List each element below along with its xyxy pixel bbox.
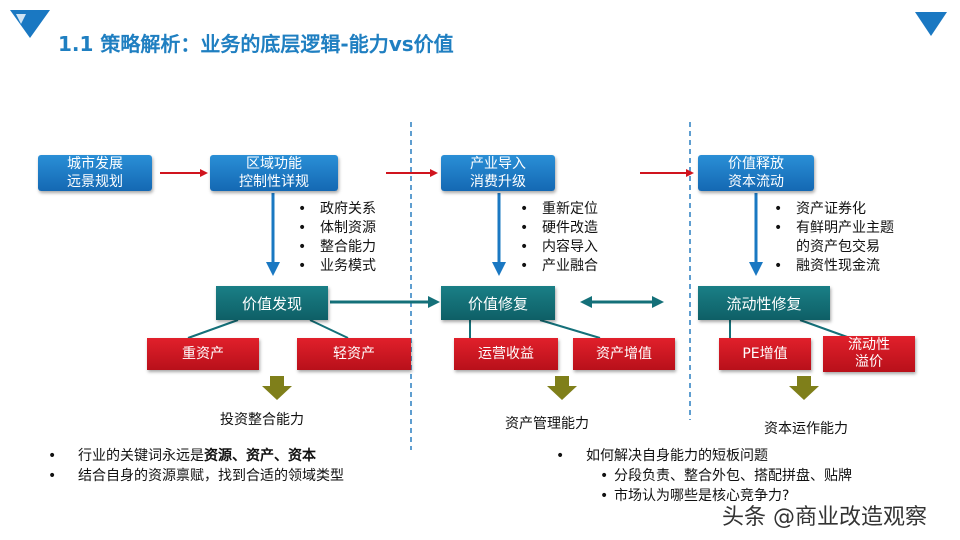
- caption-investment-capability: 投资整合能力: [220, 412, 304, 428]
- note-main-question: 如何解决自身能力的短板问题: [556, 446, 852, 466]
- box-industry-import: 产业导入 消费升级: [441, 155, 555, 191]
- olive-down-arrow: [547, 376, 577, 400]
- blue-arrow: [266, 193, 280, 276]
- keywords-bold: 资源、资产、资本: [204, 448, 316, 464]
- list-item: 业务模式: [298, 257, 376, 276]
- box-value-release: 价值释放 资本流动: [698, 155, 814, 191]
- list-item: 资产证券化: [774, 200, 894, 219]
- box-operating-income: 运营收益: [454, 338, 558, 370]
- bullet-list-column-1: 政府关系 体制资源 整合能力 业务模式: [298, 200, 376, 276]
- list-item: 融资性现金流: [774, 257, 894, 276]
- box-pe-appreciation: PE增值: [719, 338, 811, 370]
- caption-capital-operation-capability: 资本运作能力: [764, 421, 848, 437]
- list-item: 政府关系: [298, 200, 376, 219]
- caption-asset-management-capability: 资产管理能力: [505, 416, 589, 432]
- list-item: 体制资源: [298, 219, 376, 238]
- box-value-discovery: 价值发现: [216, 286, 328, 320]
- box-value-repair: 价值修复: [441, 286, 555, 320]
- box-asset-appreciation: 资产增值: [573, 338, 675, 370]
- box-city-planning: 城市发展 远景规划: [38, 155, 152, 191]
- olive-down-arrow: [789, 376, 819, 400]
- red-arrow: [640, 169, 694, 177]
- note-resources: 结合自身的资源禀赋，找到合适的领域类型: [48, 466, 344, 486]
- corner-logo-left-icon: [10, 10, 50, 38]
- branch-lines: [187, 319, 851, 339]
- box-light-asset: 轻资产: [297, 338, 411, 370]
- list-item: 有鲜明产业主题: [774, 219, 894, 238]
- box-liquidity-repair: 流动性修复: [698, 286, 830, 320]
- bullet-list-column-2: 重新定位 硬件改造 内容导入 产业融合: [520, 200, 598, 276]
- bullet-list-column-3: 资产证券化 有鲜明产业主题 的资产包交易 融资性现金流: [774, 200, 894, 276]
- blue-arrow: [749, 193, 763, 276]
- box-regional-function: 区域功能 控制性详规: [210, 155, 338, 191]
- red-arrow: [160, 169, 208, 177]
- watermark: 头条 @商业改造观察: [722, 505, 927, 530]
- teal-double-arrow: [580, 296, 664, 308]
- teal-arrow: [330, 296, 440, 308]
- bottom-left-notes: 行业的关键词永远是资源、资产、资本 结合自身的资源禀赋，找到合适的领域类型: [48, 446, 344, 486]
- list-item: 内容导入: [520, 238, 598, 257]
- list-item: 的资产包交易: [796, 239, 880, 255]
- list-item: 产业融合: [520, 257, 598, 276]
- red-arrow: [386, 169, 438, 177]
- note-sub-1: 分段负责、整合外包、搭配拼盘、贴牌: [556, 466, 852, 486]
- page-title: 1.1 策略解析：业务的底层逻辑-能力vs价值: [58, 32, 454, 56]
- box-liquidity-premium: 流动性 溢价: [823, 336, 915, 372]
- list-item: 重新定位: [520, 200, 598, 219]
- olive-down-arrow: [262, 376, 292, 400]
- blue-arrow: [492, 193, 506, 276]
- box-heavy-asset: 重资产: [147, 338, 259, 370]
- list-item: 整合能力: [298, 238, 376, 257]
- corner-logo-right-icon: [915, 12, 947, 36]
- note-sub-2: 市场认为哪些是核心竞争力?: [556, 486, 852, 506]
- note-keywords: 行业的关键词永远是资源、资产、资本: [48, 446, 344, 466]
- bottom-right-notes: 如何解决自身能力的短板问题 分段负责、整合外包、搭配拼盘、贴牌 市场认为哪些是核…: [556, 446, 852, 506]
- list-item: 硬件改造: [520, 219, 598, 238]
